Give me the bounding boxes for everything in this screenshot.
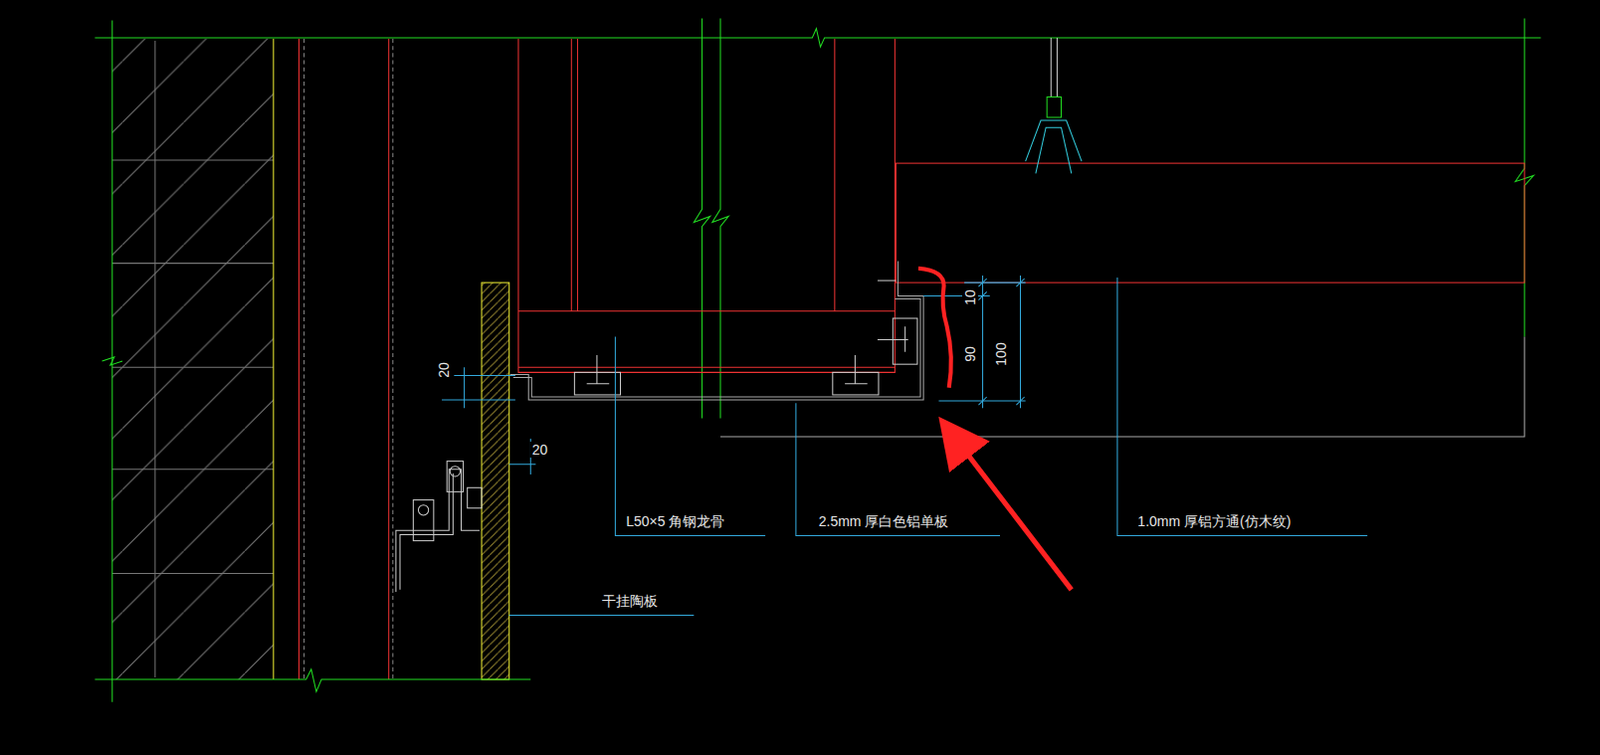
dimension-text: 20 bbox=[530, 441, 551, 458]
dimension-lines bbox=[441, 275, 1026, 475]
callout-label: 1.0mm 厚铝方通(仿木纹) bbox=[1135, 513, 1293, 530]
callout-label: 干挂陶板 bbox=[600, 593, 660, 609]
callout-label: L50×5 角钢龙骨 bbox=[623, 513, 727, 530]
dimension-text: 10 bbox=[962, 288, 979, 309]
steel-brackets bbox=[396, 280, 918, 593]
hanger bbox=[1025, 37, 1082, 174]
markup-annotation bbox=[918, 268, 1072, 591]
dimension-text: 20 bbox=[435, 361, 452, 382]
wall-structure bbox=[112, 38, 510, 680]
dimension-text: 100 bbox=[993, 340, 1009, 368]
leader-lines bbox=[509, 277, 1368, 615]
callout-label: 2.5mm 厚白色铝单板 bbox=[816, 513, 952, 530]
aluminium-panel bbox=[510, 261, 1525, 437]
dimension-text: 90 bbox=[962, 344, 979, 365]
red-frame bbox=[518, 38, 1525, 373]
green-border bbox=[94, 17, 1541, 702]
